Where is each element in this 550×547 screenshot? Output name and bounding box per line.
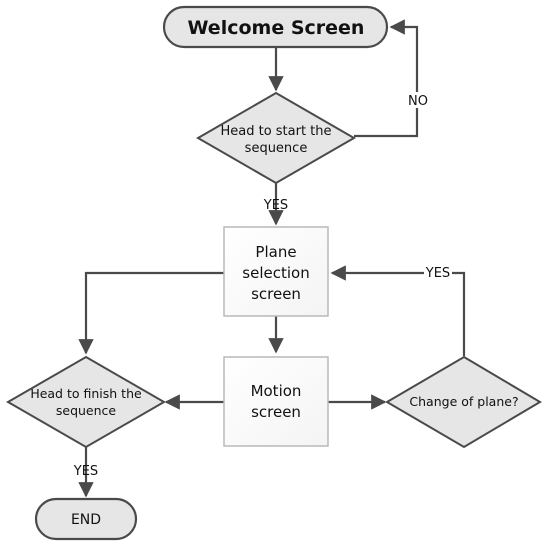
head-finish-decision: Head to finish the sequence	[5, 355, 167, 449]
change-plane-decision: Change of plane?	[385, 355, 542, 449]
welcome-screen-label: Welcome Screen	[188, 17, 365, 39]
edge-label-yes-change: YES	[425, 266, 450, 281]
head-finish-label-line1: Head to finish the	[30, 386, 142, 401]
motion-screen-label-line1: Motion	[251, 382, 302, 400]
motion-screen-label-line2: screen	[251, 403, 301, 421]
end-node: END	[34, 497, 138, 541]
edge-label-yes-finish: YES	[73, 464, 98, 479]
edge-no-loop	[354, 19, 419, 138]
plane-selection-node: Plane selection screen	[223, 226, 329, 317]
end-label: END	[71, 512, 101, 528]
change-plane-label: Change of plane?	[409, 394, 518, 409]
motion-screen-node: Motion screen	[223, 356, 329, 447]
welcome-screen-node: Welcome Screen	[162, 5, 389, 49]
edge-label-yes-start: YES	[263, 198, 288, 213]
head-start-label-line2: sequence	[245, 141, 308, 156]
plane-selection-label-line1: Plane	[255, 243, 296, 261]
edge-change-to-plane	[330, 265, 466, 356]
plane-selection-label-line2: selection	[242, 264, 309, 282]
no-label-bg	[405, 92, 431, 108]
yes-change-label-bg	[424, 264, 452, 280]
head-start-label-line1: Head to start the	[220, 124, 331, 139]
head-start-decision: Head to start the sequence	[195, 91, 357, 185]
connectors	[78, 19, 466, 498]
edge-plane-to-finish	[78, 271, 224, 355]
head-finish-label-line2: sequence	[56, 403, 117, 418]
edge-label-no: NO	[408, 94, 428, 109]
plane-selection-label-line3: screen	[251, 285, 301, 303]
